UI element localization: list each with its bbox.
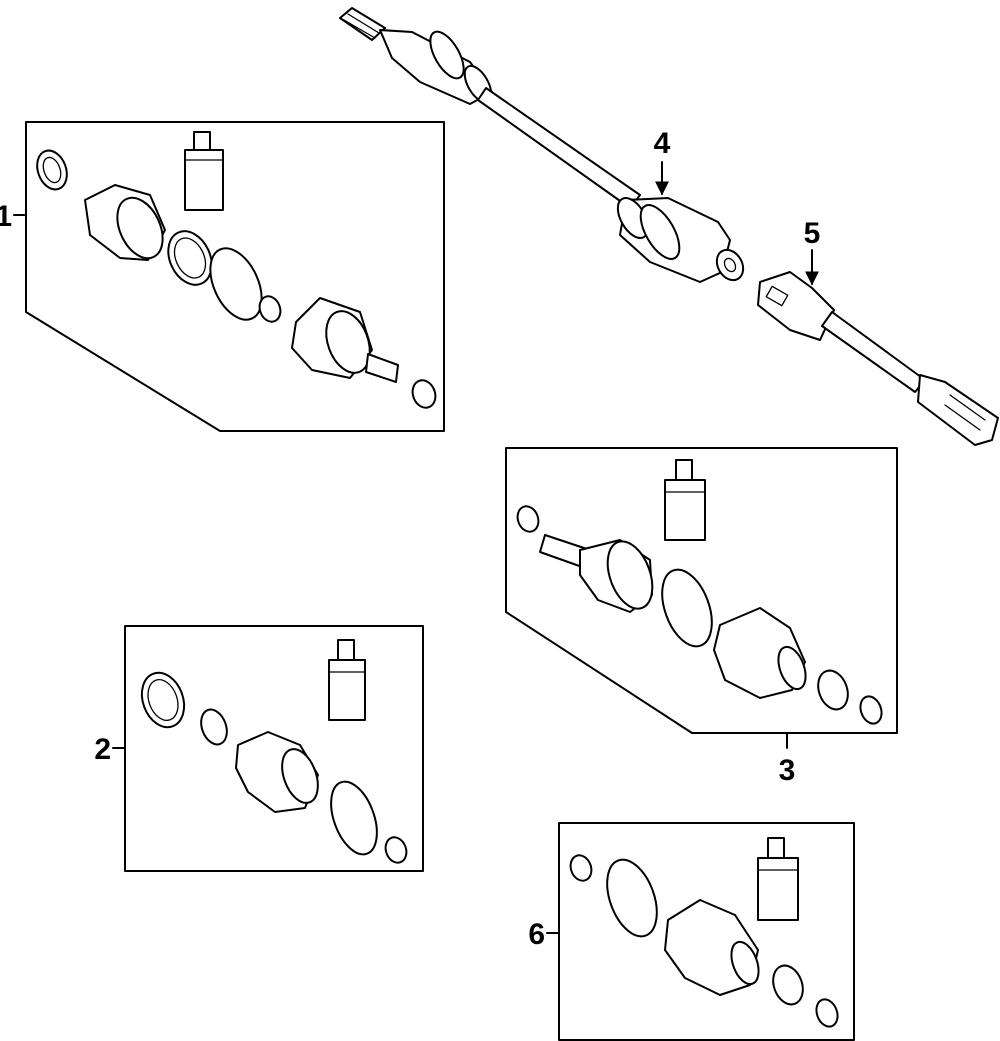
- callout-5: 5: [804, 217, 821, 250]
- callout-1: 1: [0, 200, 12, 233]
- leader-lines: [13, 161, 819, 934]
- axle-shaft-assembly[interactable]: [339, 7, 999, 446]
- kit-3-parts[interactable]: [514, 459, 885, 727]
- callout-4: 4: [654, 127, 671, 160]
- kit-6-frame: [558, 822, 855, 1041]
- kit-1-parts[interactable]: [32, 131, 439, 411]
- callout-6: 6: [528, 918, 545, 951]
- kit-3-frame: [505, 447, 898, 734]
- callout-2: 2: [94, 733, 111, 766]
- callout-3: 3: [779, 754, 796, 787]
- kit-1-frame: [25, 121, 445, 432]
- kit-2-parts[interactable]: [135, 639, 410, 866]
- kit-6-parts[interactable]: [567, 837, 841, 1030]
